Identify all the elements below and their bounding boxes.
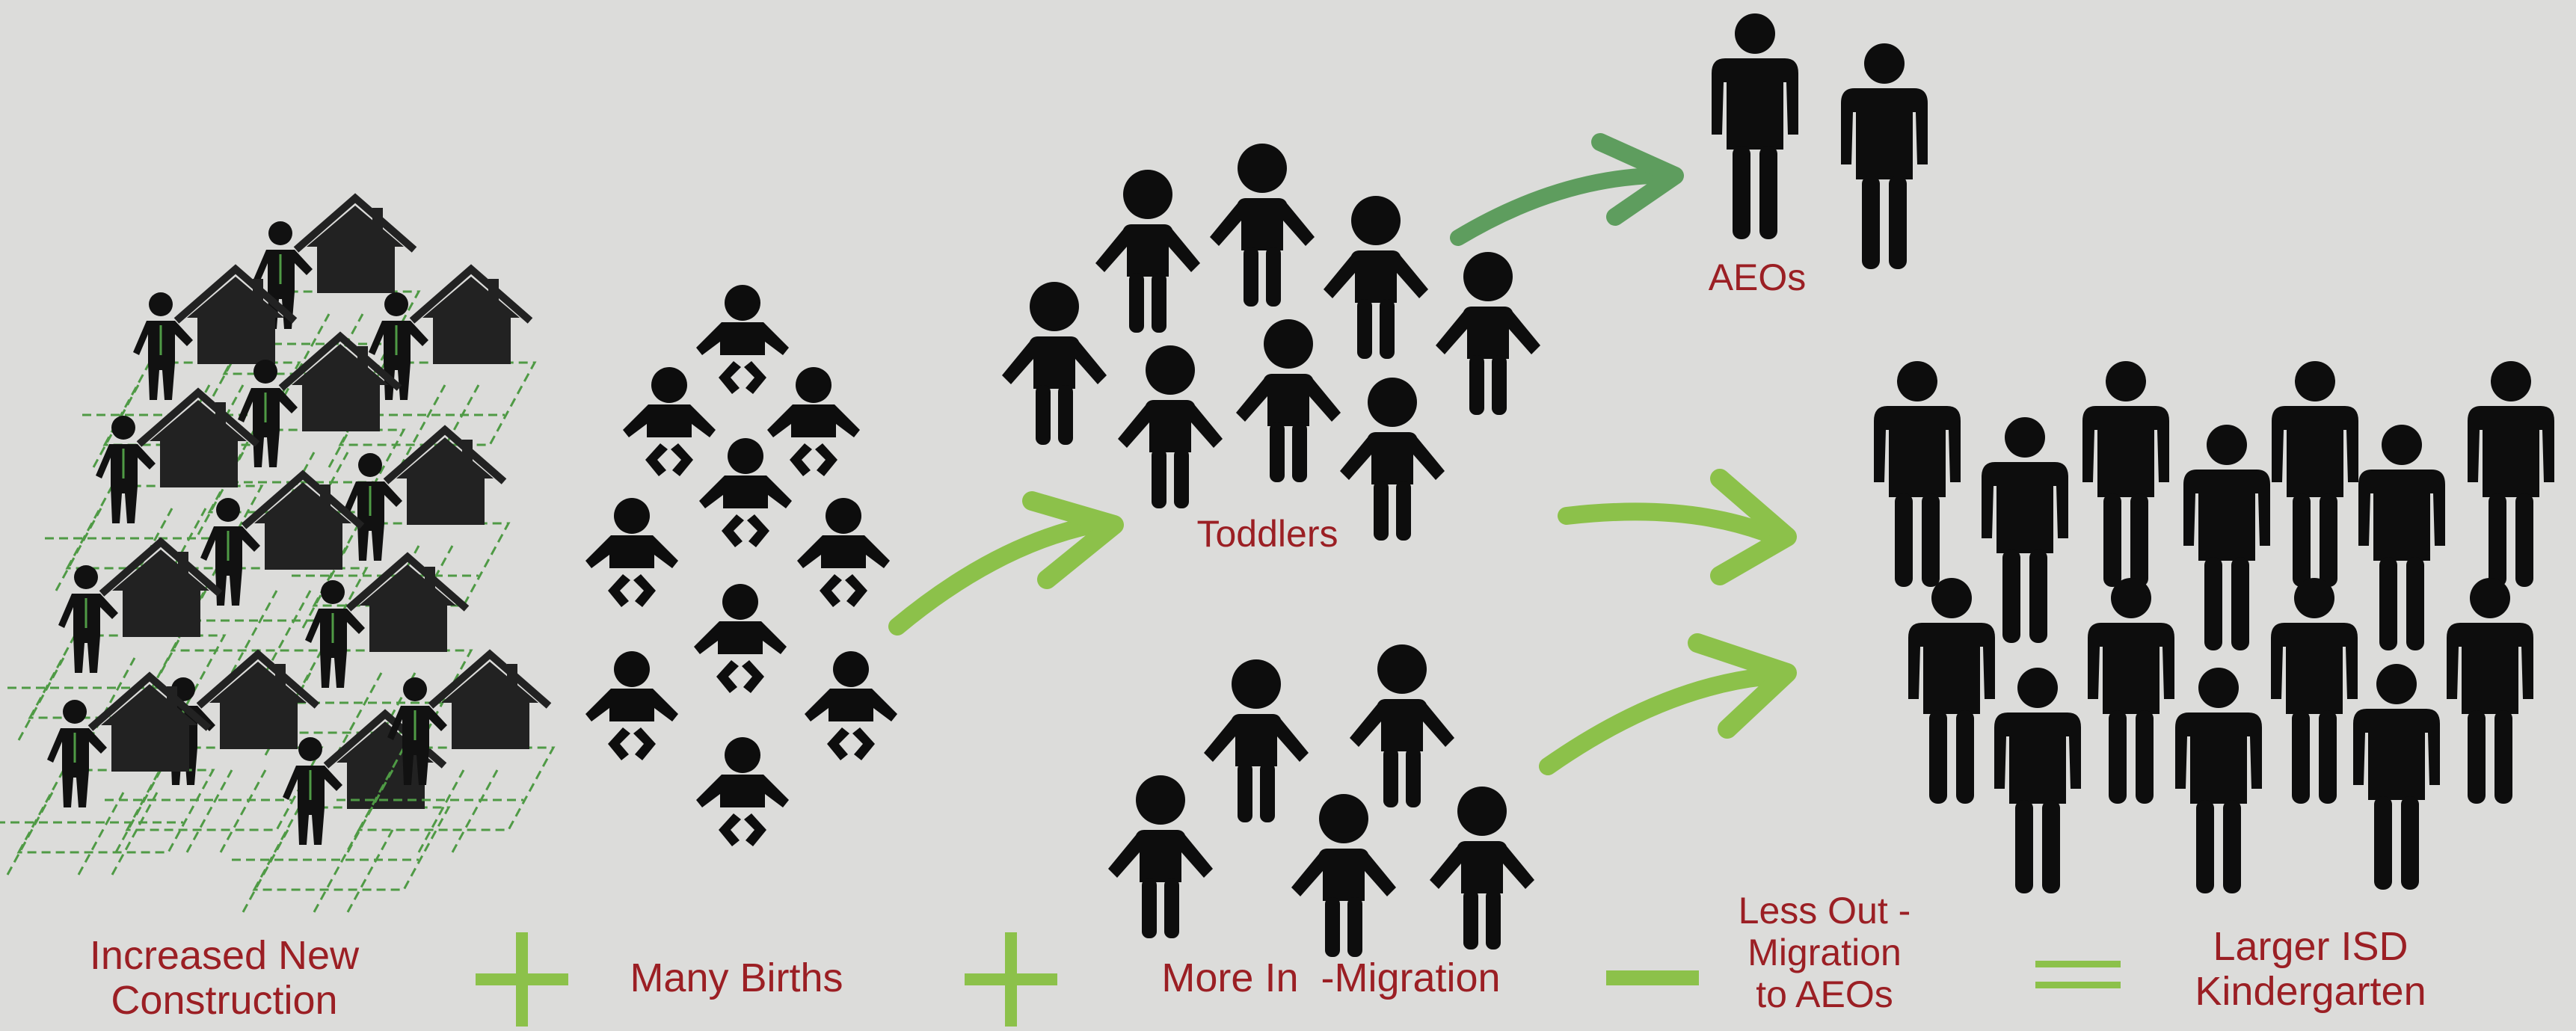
- increased-new-construction-label: Increased New Construction: [89, 933, 360, 1024]
- operators: [476, 932, 2121, 1027]
- toddler-icon: [1350, 644, 1454, 807]
- toddlers-label: Toddlers: [1196, 513, 1338, 555]
- adult-icon: [1982, 417, 2068, 643]
- arrows: [888, 133, 1797, 775]
- adult-icon: [2353, 664, 2440, 890]
- toddler-icon: [1118, 345, 1223, 508]
- plus-icon: [965, 932, 1057, 1027]
- baby-icon: [585, 498, 678, 607]
- arrow-births-to-toddlers: [888, 516, 1101, 635]
- baby-icon: [767, 367, 860, 476]
- baby-icon: [797, 498, 890, 607]
- toddler-icon: [1291, 794, 1396, 957]
- adult-icon: [1874, 361, 1961, 587]
- aeos-group: [1712, 13, 1928, 269]
- baby-icon: [623, 367, 716, 476]
- toddler-icon: [1430, 787, 1534, 950]
- adult-icon: [1908, 578, 1995, 804]
- more-in-migration-label: More In -Migration: [1161, 955, 1501, 1000]
- arrow-head: [1591, 133, 1684, 226]
- adult-icon: [2272, 361, 2358, 587]
- construction-cluster: [0, 198, 553, 912]
- baby-icon: [696, 285, 789, 394]
- in-migration-group: [1108, 644, 1534, 957]
- many-births-label: Many Births: [630, 955, 843, 1000]
- adult-icon: [2088, 578, 2174, 804]
- adult-icon: [1841, 43, 1928, 269]
- less-out-migration-label: Less Out - Migration to AEOs: [1738, 890, 1911, 1015]
- baby-icon: [696, 737, 789, 846]
- toddler-icon: [1436, 252, 1540, 415]
- arrow-toddlers-to-aeos: [1450, 167, 1661, 246]
- plus-icon: [476, 932, 568, 1027]
- adult-icon: [2082, 361, 2169, 587]
- adult-icon: [2183, 425, 2270, 650]
- toddler-icon: [1236, 319, 1341, 482]
- larger-isd-kindergarten-label: Larger ISD Kindergarten: [2195, 924, 2426, 1015]
- toddlers-group: [1002, 144, 1540, 541]
- toddler-icon: [1204, 659, 1309, 822]
- toddler-icon: [1002, 282, 1107, 445]
- kindergarten-group: [1874, 361, 2554, 893]
- house-with-worker-icon: [0, 677, 213, 875]
- baby-icon: [805, 651, 897, 760]
- equals-icon: [2035, 961, 2121, 988]
- baby-icon: [699, 438, 792, 547]
- adult-icon: [2468, 361, 2554, 587]
- baby-icon: [694, 584, 787, 693]
- adult-icon: [2447, 578, 2533, 804]
- adult-icon: [2175, 668, 2262, 893]
- toddler-icon: [1108, 775, 1213, 938]
- adult-icon: [2358, 425, 2445, 650]
- toddler-icon: [1095, 170, 1200, 333]
- adult-icon: [1712, 13, 1798, 239]
- arrow-migration-to-kindergarten: [1539, 668, 1774, 775]
- baby-icon: [585, 651, 678, 760]
- adult-icon: [2271, 578, 2358, 804]
- toddler-icon: [1324, 196, 1428, 359]
- aeos-label: AEOs: [1708, 256, 1807, 298]
- arrow-head: [1022, 491, 1124, 589]
- minus-icon: [1606, 970, 1699, 985]
- arrow-toddlers-to-kindergarten: [1558, 502, 1774, 541]
- toddler-icon: [1210, 144, 1315, 307]
- adult-icon: [1994, 668, 2081, 893]
- arrow-head: [1710, 469, 1797, 585]
- arrow-head: [1688, 633, 1797, 739]
- babies-group: [585, 285, 897, 846]
